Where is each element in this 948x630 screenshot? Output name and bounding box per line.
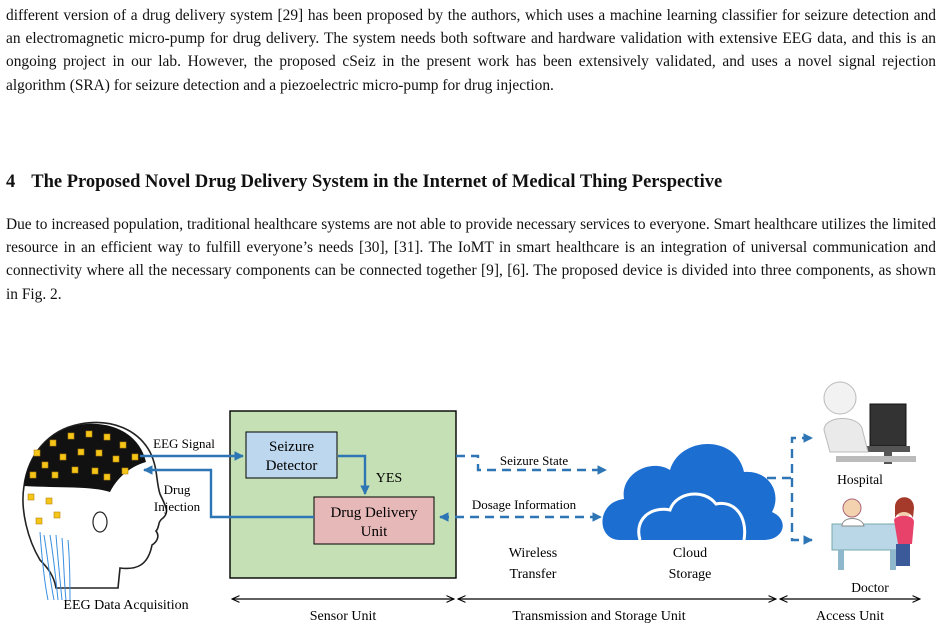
paragraph-section-4: Due to increased population, traditional… — [6, 216, 936, 303]
cloud-icon — [602, 444, 783, 540]
hospital-label: Hospital — [837, 472, 883, 487]
transmission-storage-label: Transmission and Storage Unit — [512, 609, 685, 624]
doctor-link-arrow — [790, 478, 813, 545]
drug-delivery-label-2: Unit — [361, 524, 389, 540]
drug-injection-arrow — [143, 465, 314, 519]
doctor-label: Doctor — [851, 580, 889, 595]
eeg-data-acquisition-label: EEG Data Acquisition — [63, 598, 188, 613]
section-number: 4 — [6, 172, 16, 192]
drug-delivery-unit-box — [313, 496, 435, 545]
yes-arrow — [338, 454, 370, 495]
wireless-label-2: Transfer — [510, 567, 557, 582]
section-heading: 4 The Proposed Novel Drug Delivery System… — [6, 172, 722, 193]
seizure-detector-box — [245, 431, 338, 479]
seizure-detector-label-1: Seizure — [269, 439, 314, 455]
doctor-icon — [831, 497, 914, 570]
eeg-signal-label: EEG Signal — [153, 436, 215, 451]
section-title: The Proposed Novel Drug Delivery System … — [31, 172, 723, 192]
yes-label: YES — [376, 471, 402, 486]
sensor-unit-label: Sensor Unit — [310, 609, 377, 624]
cloud-label-2: Storage — [669, 567, 712, 582]
cloud-label-1: Cloud — [673, 546, 707, 561]
hospital-icon — [823, 381, 916, 464]
dosage-information-label: Dosage Information — [472, 497, 577, 512]
eeg-head-icon — [22, 421, 168, 601]
seizure-state-label: Seizure State — [500, 453, 568, 468]
seizure-detector-label-2: Detector — [266, 458, 318, 474]
drug-injection-label-2: Injection — [154, 499, 201, 514]
paragraph-intro: different version of a drug delivery sys… — [6, 7, 936, 94]
drug-delivery-label-1: Drug Delivery — [330, 505, 418, 521]
drug-injection-label-1: Drug — [164, 482, 191, 497]
wireless-label-1: Wireless — [509, 546, 557, 561]
hospital-link-arrow — [752, 433, 813, 480]
access-unit-label: Access Unit — [816, 609, 884, 624]
